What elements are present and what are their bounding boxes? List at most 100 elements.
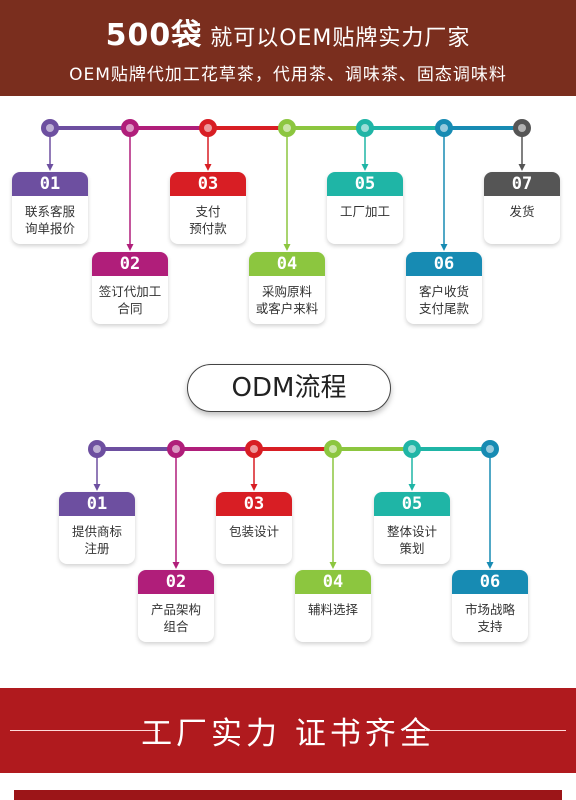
odm_steps-node-center [408,445,416,453]
footer-banner: 工厂实力 证书齐全 [0,688,576,773]
step-label: 提供商标注册 [59,516,135,562]
odm_steps-arrow-icon [93,484,101,491]
step-label-line: 市场战略 [464,602,515,617]
step-label: 整体设计策划 [374,516,450,562]
step-number: 05 [374,492,450,516]
odm_steps-node-center [172,445,180,453]
step-number: 01 [12,172,88,196]
step-label: 签订代加工合同 [92,276,168,322]
odm_steps-connector-graphic [88,440,499,569]
oem_steps-arrow-icon [440,244,448,251]
step-label-line: 联系客服 [24,204,75,219]
step-number: 02 [92,252,168,276]
step-label-line: 或客户来料 [255,301,319,316]
odm_steps-arrow-icon [486,562,494,569]
odm_steps-node-center [329,445,337,453]
oem_steps-connector-graphic [41,119,531,251]
oem_steps-arrow-icon [126,244,134,251]
step-label: 包装设计 [216,516,292,545]
oem_steps-arrow-icon [46,164,54,171]
step-number: 04 [295,570,371,594]
oem_steps-node-center [440,124,448,132]
odm_steps-node-center [486,445,494,453]
odm_steps-node-center [93,445,101,453]
oem_steps-node-center [361,124,369,132]
header-title: 500袋就可以OEM贴牌实力厂家 [0,10,576,54]
header-title-rest: 就可以OEM贴牌实力厂家 [210,26,471,51]
oem_steps-node-center [204,124,212,132]
step-label-line: 整体设计 [386,524,437,539]
oem_steps-node-center [283,124,291,132]
oem_steps-arrow-icon [518,164,526,171]
step-card: 05 工厂加工 [327,172,403,244]
step-label-line: 客户收货 [418,284,469,299]
oem_steps-arrow-icon [204,164,212,171]
step-label-line: 签订代加工 [98,284,162,299]
step-number: 04 [249,252,325,276]
step-number: 07 [484,172,560,196]
header-banner: 500袋就可以OEM贴牌实力厂家 OEM贴牌代加工花草茶，代用茶、调味茶、固态调… [0,0,576,96]
step-number: 06 [452,570,528,594]
step-number: 05 [327,172,403,196]
odm_steps-node-center [250,445,258,453]
footer-title: 工厂实力 证书齐全 [141,716,435,752]
step-label-line: 策划 [399,541,425,556]
oem_steps-node-center [46,124,54,132]
step-number: 03 [170,172,246,196]
footer-divider-right [416,730,566,731]
odm_steps-arrow-icon [250,484,258,491]
step-label-line: 辅料选择 [307,602,358,617]
step-card: 07 发货 [484,172,560,244]
step-card: 04 辅料选择 [295,570,371,642]
step-label-line: 工厂加工 [339,204,390,219]
step-label-line: 产品架构 [150,602,201,617]
step-number: 06 [406,252,482,276]
step-label-line: 注册 [84,541,110,556]
step-label-line: 合同 [117,301,143,316]
step-label-line: 组合 [163,619,189,634]
step-label-line: 支付 [195,204,221,219]
step-label: 支付预付款 [170,196,246,242]
header-subtitle: OEM贴牌代加工花草茶，代用茶、调味茶、固态调味料 [69,65,507,85]
step-label: 联系客服询单报价 [12,196,88,242]
step-number: 02 [138,570,214,594]
step-label: 发货 [484,196,560,225]
step-label: 产品架构组合 [138,594,214,640]
step-label: 市场战略支持 [452,594,528,640]
oem_steps-arrow-icon [361,164,369,171]
step-label-line: 采购原料 [261,284,312,299]
step-label-line: 支付尾款 [418,301,469,316]
step-number: 01 [59,492,135,516]
footer-strip [14,790,562,800]
step-label: 采购原料或客户来料 [249,276,325,322]
footer-divider-left [10,730,160,731]
odm-title: ODM流程 [187,364,391,412]
step-label: 辅料选择 [295,594,371,623]
step-label-line: 发货 [509,204,535,219]
step-label-line: 支持 [477,619,503,634]
oem_steps-node-center [126,124,134,132]
header-title-big: 500袋 [105,18,203,53]
odm_steps-arrow-icon [172,562,180,569]
step-label: 客户收货支付尾款 [406,276,482,322]
step-label-line: 预付款 [189,221,227,236]
odm_steps-arrow-icon [329,562,337,569]
step-label: 工厂加工 [327,196,403,225]
step-label-line: 询单报价 [24,221,75,236]
step-label-line: 提供商标 [71,524,122,539]
oem_steps-arrow-icon [283,244,291,251]
step-number: 03 [216,492,292,516]
oem_steps-node-center [518,124,526,132]
